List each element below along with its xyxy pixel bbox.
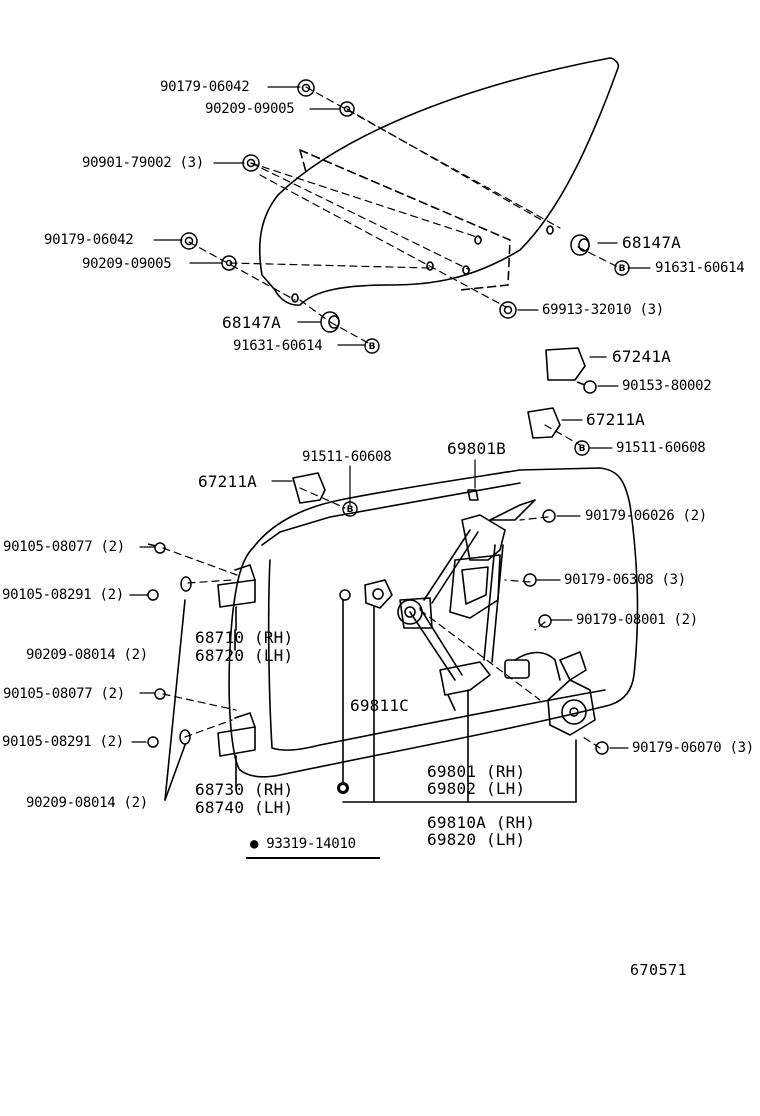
kit-underline [246,857,380,859]
washer-90209-08014-a [180,576,192,592]
label-90153-80002: 90153-80002 [622,378,712,394]
nut-90179-06070 [595,741,609,755]
label-90105-08077-a: 90105-08077 (2) [3,539,125,555]
label-67211A-left: 67211A [198,472,257,491]
label-90179-06308: 90179-06308 (3) [564,572,686,588]
stopper-67211A-right [527,407,561,439]
washer-letter: B [579,444,586,454]
nut-90179-06042-top [297,79,315,97]
label-90179-06026: 90179-06026 (2) [585,508,707,524]
nut-69913-32010 [499,301,517,319]
label-90209-09005-top: 90209-09005 [205,101,295,117]
label-69801: 69801 (RH) [427,762,526,781]
label-69801B: 69801B [447,439,506,458]
nut-90179-06308 [523,573,537,587]
washer-letter: B [369,342,376,352]
label-67211A-right: 67211A [586,410,645,429]
label-90105-08291-a: 90105-08291 (2) [2,587,124,603]
label-90179-06042-mid: 90179-06042 [44,232,134,248]
label-91631-60614-right: 91631-60614 [655,260,745,276]
label-67241A: 67241A [612,347,671,366]
washer-letter: B [619,264,626,274]
nut-90179-06042-mid [180,232,198,250]
roller-68147A-left [320,311,340,333]
label-90209-08014-b: 90209-08014 (2) [26,795,148,811]
label-90209-09005-mid: 90209-09005 [82,256,172,272]
label-93319-14010: 93319-14010 [266,836,356,852]
label-90105-08291-b: 90105-08291 (2) [2,734,124,750]
label-69811C: 69811C [350,696,409,715]
label-68740: 68740 (LH) [195,798,294,817]
roller-68147A-right [570,234,590,256]
reference-number: 670571 [630,961,688,979]
bolt-90105-08291-a [146,589,159,601]
washer-90209-08014-b [179,729,191,745]
label-69802: 69802 (LH) [427,779,526,798]
kit-dot-icon: ● [250,836,259,852]
washer-90209-09005-mid [221,255,237,271]
lower-hinge [217,712,256,779]
bolt-90153-80002 [576,380,597,394]
stopper-67241A [545,347,586,381]
label-68147A-left: 68147A [222,313,281,332]
label-90179-06070: 90179-06070 (3) [632,740,754,756]
upper-hinge [217,564,256,631]
stopper-67211A-left [292,472,326,504]
washer-letter: B [347,505,354,515]
cushion-69811C [364,579,393,609]
label-68147A-right: 68147A [622,233,681,252]
label-91511-60608-right: 91511-60608 [616,440,706,456]
door-glass [258,57,620,306]
label-90105-08077-b: 90105-08077 (2) [3,686,125,702]
label-68730: 68730 (RH) [195,780,294,799]
label-68720: 68720 (LH) [195,646,294,665]
nut-90179-08001 [538,614,552,628]
label-90179-08001: 90179-08001 (2) [576,612,698,628]
bolt-90105-08077-b [154,688,166,700]
glass-guide-frame [299,149,511,291]
label-69913-32010: 69913-32010 (3) [542,302,664,318]
label-69810A: 69810A (RH) [427,813,536,832]
washer-90209-09005-top [339,101,355,117]
label-91511-60608-top: 91511-60608 [302,449,392,465]
grommet-90901-79002 [242,154,260,172]
label-90179-06042-top: 90179-06042 [160,79,250,95]
bolt-90105-08291-b [147,736,159,748]
label-69820: 69820 (LH) [427,830,526,849]
label-90901-79002: 90901-79002 (3) [82,155,204,171]
kit-callout: ● 93319-14010 [250,836,356,852]
nut-90179-06026 [542,509,556,523]
label-68710: 68710 (RH) [195,628,294,647]
regulator-motor [504,651,596,736]
bolt-90105-08077-a [147,542,166,554]
window-regulator [397,489,536,711]
bolt-69811-fastener [339,589,351,601]
label-90209-08014-a: 90209-08014 (2) [26,647,148,663]
label-91631-60614-left: 91631-60614 [233,338,323,354]
door-inner-panel [228,467,639,778]
